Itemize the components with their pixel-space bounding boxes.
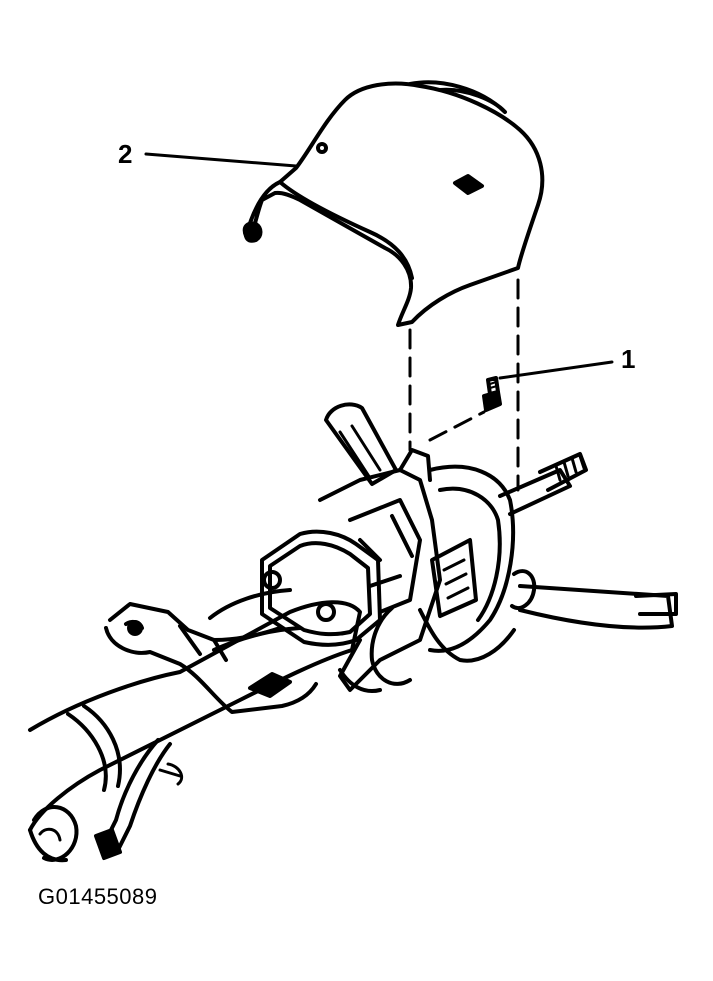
callout-label-1: 1 [621, 344, 636, 374]
callout-label-2: 2 [118, 139, 133, 169]
callout-2-leader [144, 152, 298, 168]
upper-column-cover [242, 80, 545, 327]
alignment-lines [408, 278, 520, 492]
steering-column-assembly [28, 402, 678, 863]
callout-1-leader [498, 360, 614, 380]
cover-screw [482, 376, 502, 412]
figure-identifier: G01455089 [38, 884, 158, 909]
